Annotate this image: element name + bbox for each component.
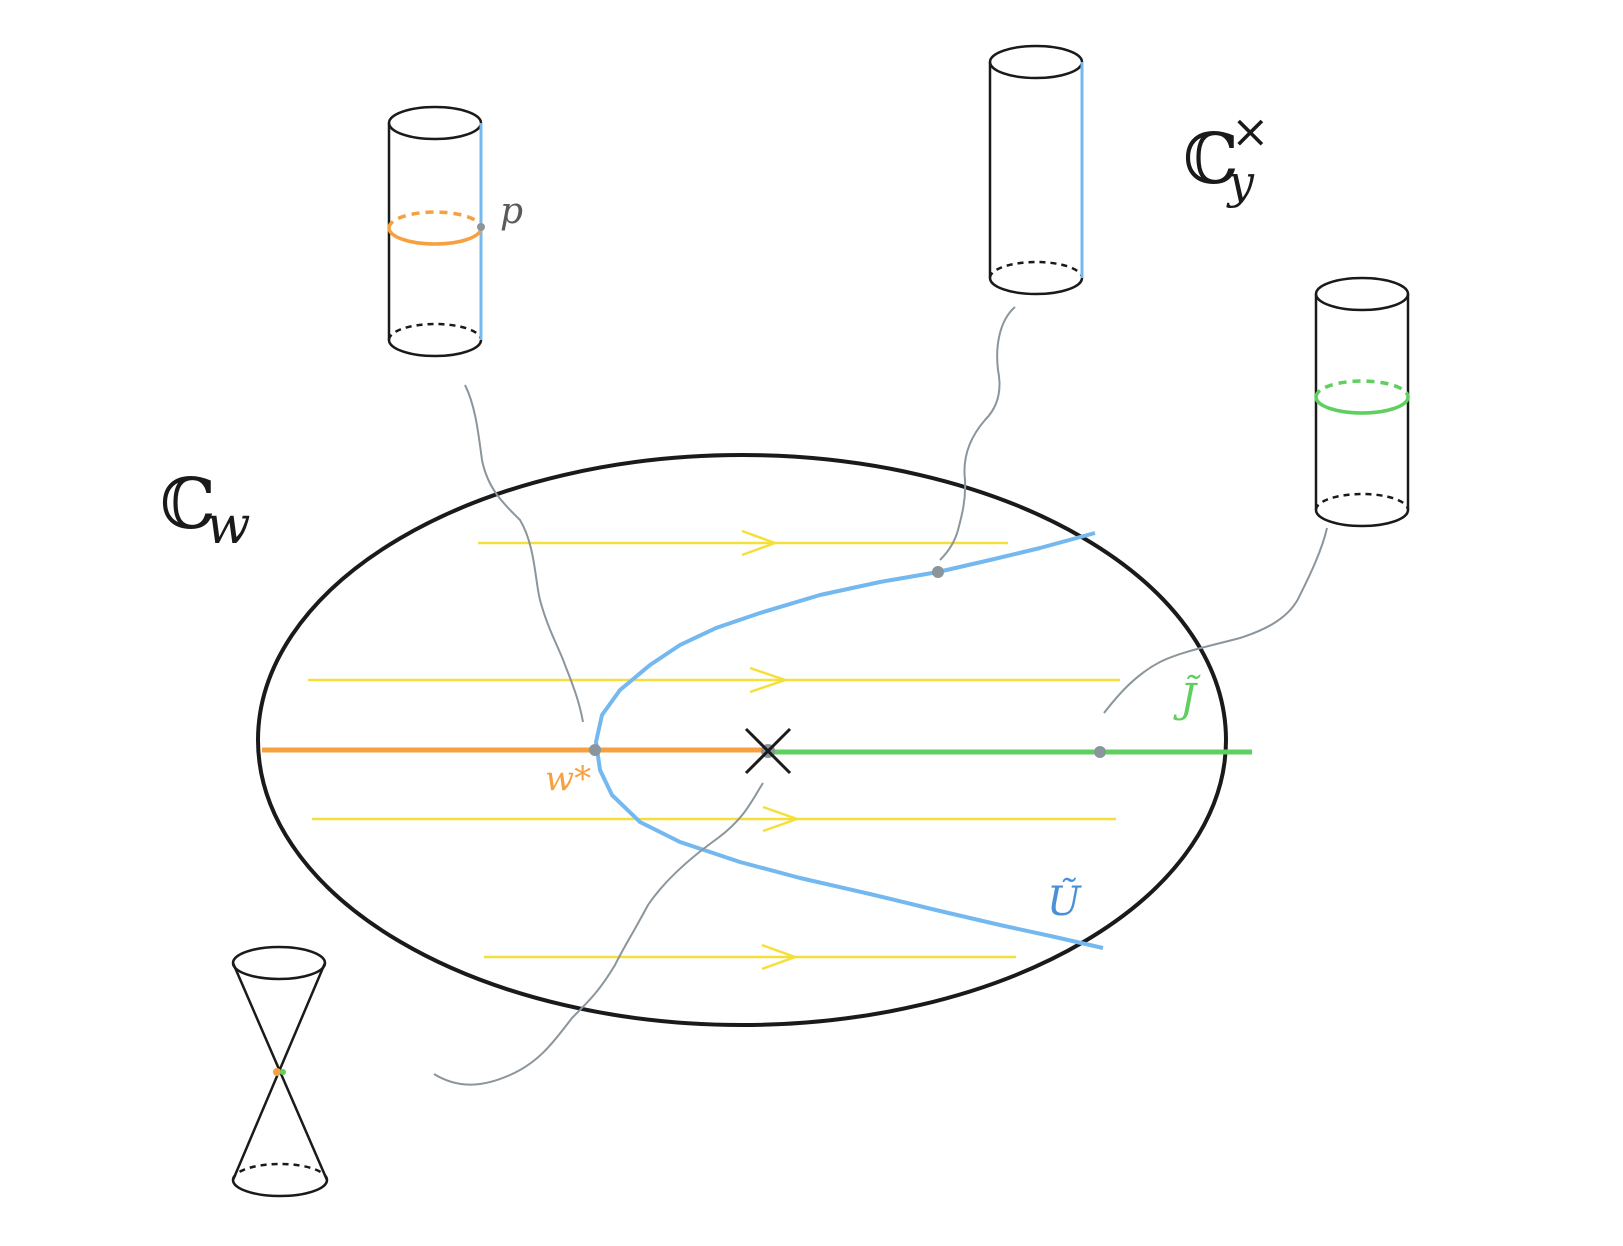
point-p xyxy=(477,223,485,231)
cylinder-right xyxy=(1314,276,1410,528)
label-wstar: w* xyxy=(545,759,591,799)
flow-arrow-2 xyxy=(749,666,789,694)
plane-label-sub: w xyxy=(206,496,251,556)
point-green xyxy=(1094,746,1106,758)
flow-arrow-4 xyxy=(761,943,799,971)
point-blue xyxy=(932,566,944,578)
cylinder-left xyxy=(387,105,483,358)
plane-label: ℂ xyxy=(160,463,216,545)
connector-top-cylinder xyxy=(939,306,1016,561)
green-ring-back xyxy=(1314,379,1410,398)
connector-right-cylinder xyxy=(1103,527,1328,714)
label-p: p xyxy=(500,191,523,232)
green-ring-front xyxy=(1314,396,1410,415)
connector-cone xyxy=(433,782,764,1086)
connector-p xyxy=(464,384,584,723)
fiber-label: ℂ xyxy=(1183,118,1239,200)
cylinder-top xyxy=(988,44,1084,296)
cone-pinch-green xyxy=(280,1069,286,1075)
flow-arrow-1 xyxy=(741,529,779,557)
base-plane-disk xyxy=(256,453,1228,1027)
fiber-label-sub: y xyxy=(1226,155,1255,209)
orange-ring-front xyxy=(387,227,483,246)
marked-points xyxy=(589,566,1106,758)
label-curve-j: J̃ xyxy=(1173,675,1202,722)
fiber-label-sup: × xyxy=(1231,104,1270,158)
flow-arrow-3 xyxy=(762,805,801,833)
critical-point-x xyxy=(744,727,792,775)
cone-pinch-orange xyxy=(273,1068,281,1076)
connector-lines xyxy=(433,306,1328,1086)
label-curve-u: Ũ xyxy=(1047,878,1082,925)
curve-u xyxy=(594,531,1104,950)
flow-lines xyxy=(308,529,1120,971)
point-wstar xyxy=(589,744,601,756)
orange-ring-back xyxy=(387,210,483,229)
